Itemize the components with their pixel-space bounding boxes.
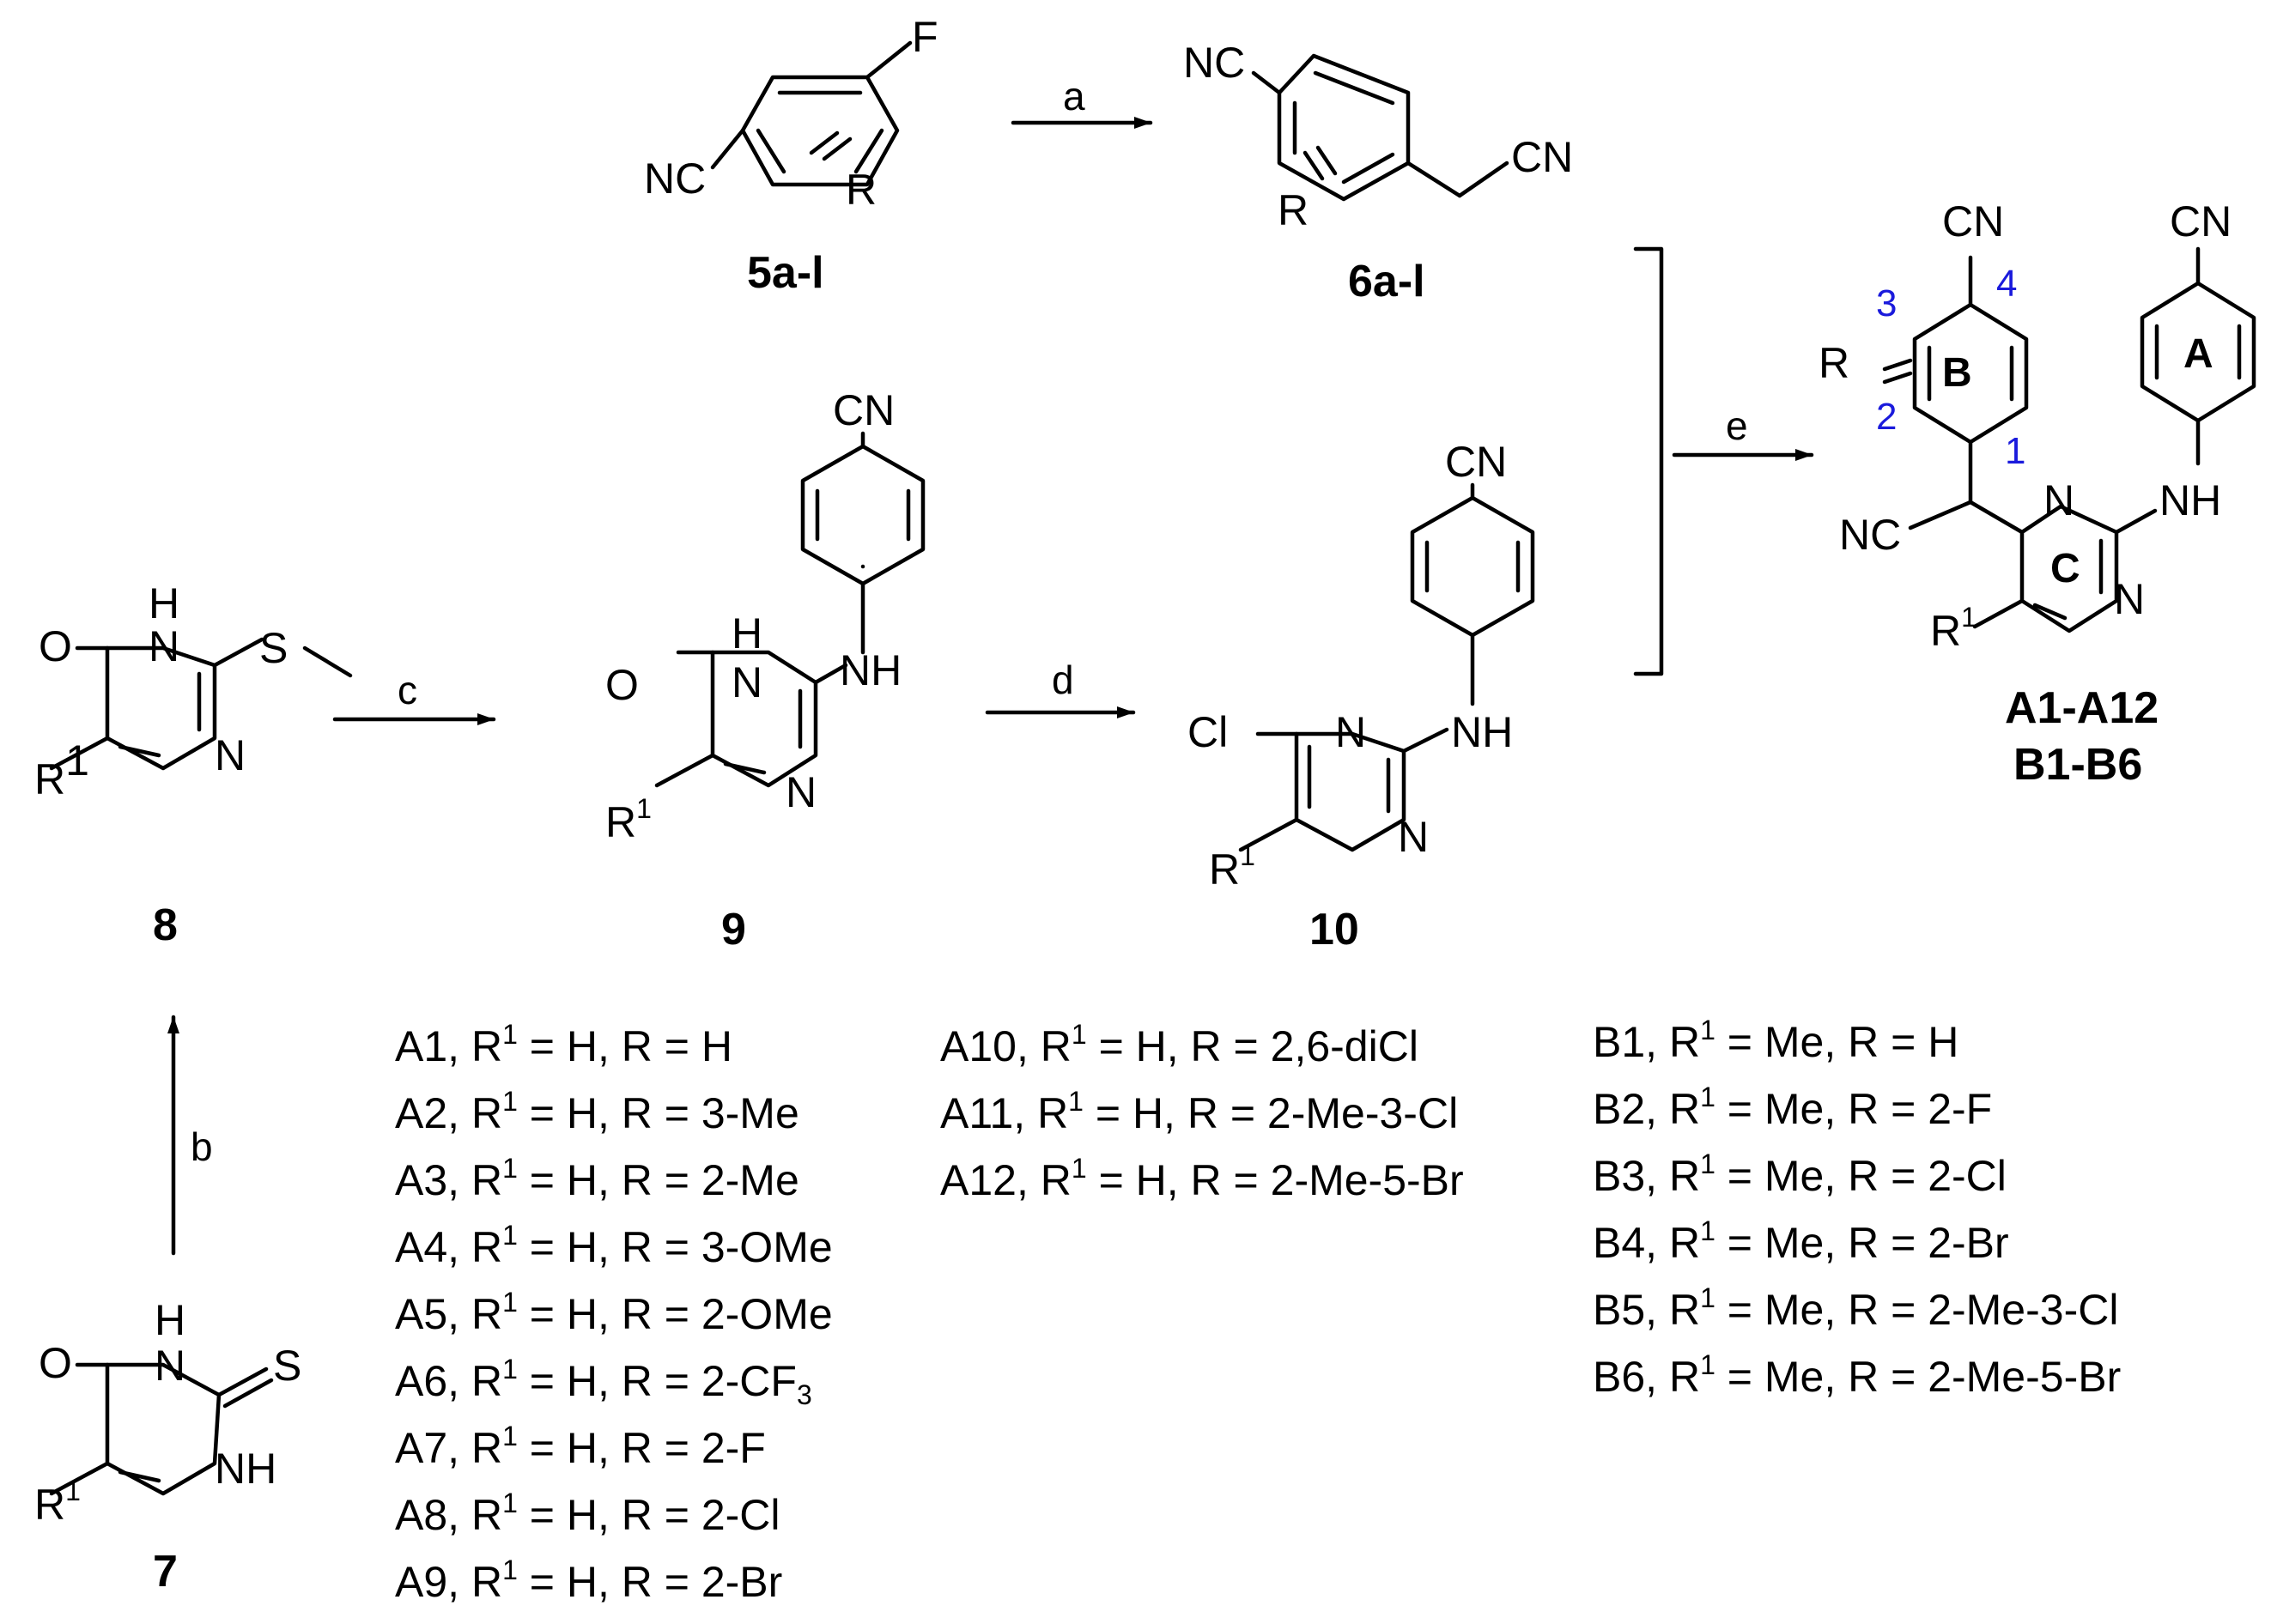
oxo-label-8: O — [39, 622, 72, 670]
substituent-row-a7: A7, R1 = H, R = 2-F — [395, 1421, 766, 1472]
nitrile-label-a: CN — [2170, 197, 2232, 245]
substituent-row-b2: B2, R1 = Me, R = 2-F — [1593, 1082, 1993, 1133]
substituent-row-a10: A10, R1 = H, R = 2,6-diCl — [940, 1019, 1418, 1070]
substituent-row-b5: B5, R1 = Me, R = 2-Me-3-Cl — [1593, 1282, 2119, 1334]
position-2: 2 — [1876, 396, 1897, 438]
n-label-8a: N — [149, 622, 179, 670]
s-label-8: S — [259, 624, 288, 672]
condition-a: a — [1063, 74, 1085, 118]
compound-7-label: 7 — [153, 1547, 178, 1597]
nitrile-label-alpha: NC — [1839, 511, 1901, 559]
s-label-7: S — [273, 1342, 301, 1390]
structure-6: NC CN R — [1183, 39, 1573, 234]
substituent-row-a5: A5, R1 = H, R = 2-OMe — [395, 1287, 833, 1338]
bracket — [1633, 246, 1664, 676]
substituent-row-b4: B4, R1 = Me, R = 2-Br — [1593, 1215, 2009, 1267]
substituent-row-a6: A6, R1 = H, R = 2-CF3 — [395, 1354, 812, 1410]
nh-label-10: NH — [1451, 708, 1513, 756]
n-label-10b: N — [1398, 813, 1429, 861]
position-1: 1 — [2005, 430, 2025, 472]
r-label-6: R — [1278, 186, 1309, 234]
r1-label-9: R1 — [605, 793, 652, 846]
substituent-row-b3: B3, R1 = Me, R = 2-Cl — [1593, 1148, 2007, 1200]
compound-9-label: 9 — [721, 905, 746, 954]
substituent-row-a4: A4, R1 = H, R = 3-OMe — [395, 1220, 833, 1271]
compound-5-label: 5a-l — [747, 248, 824, 298]
structure-7: O H N S NH R1 — [34, 1296, 301, 1529]
r1-label-8: R1 — [34, 736, 89, 803]
substituent-row-a11: A11, R1 = H, R = 2-Me-3-Cl — [940, 1086, 1459, 1137]
substituent-row-b1: B1, R1 = Me, R = H — [1593, 1015, 1959, 1066]
n-label-10a: N — [1335, 708, 1366, 756]
product-b-label: B1-B6 — [2013, 740, 2142, 790]
condition-b: b — [191, 1124, 213, 1169]
position-4: 4 — [1996, 263, 2017, 305]
n-label-7a: N — [155, 1342, 185, 1390]
condition-c: c — [398, 668, 417, 712]
nitrile-label-b: CN — [1942, 197, 2004, 245]
nitrile-label-6a: NC — [1183, 39, 1245, 87]
substituent-row-a12: A12, R1 = H, R = 2-Me-5-Br — [940, 1153, 1464, 1204]
substituent-list-b1-b6: B1, R1 = Me, R = H B2, R1 = Me, R = 2-F B3… — [1593, 1009, 2121, 1410]
substituent-row-b6: B6, R1 = Me, R = 2-Me-5-Br — [1593, 1349, 2122, 1401]
nitrile-label-9: CN — [833, 386, 895, 434]
n-label-9b: N — [786, 768, 817, 816]
ring-b-label: B — [1942, 350, 1972, 396]
condition-e: e — [1726, 403, 1748, 448]
structure-9: CN NH O H N N R1 — [605, 386, 926, 846]
r1-label-7: R1 — [34, 1476, 81, 1529]
nh-label-7: NH — [215, 1445, 276, 1493]
structure-10: CN NH Cl N N R1 — [1187, 438, 1535, 894]
n-label-8b: N — [215, 731, 246, 779]
nh-label-9: NH — [840, 646, 902, 694]
position-3: 3 — [1876, 282, 1897, 324]
n-label-pa: N — [2043, 476, 2074, 524]
compound-8-label: 8 — [153, 900, 178, 950]
oxo-label-9: O — [605, 661, 639, 709]
n-label-pb: N — [2114, 575, 2145, 623]
r-label-5: R — [846, 166, 877, 214]
r-label-product: R — [1819, 339, 1849, 387]
nh-label-product: NH — [2159, 476, 2221, 524]
compound-6-label: 6a-l — [1348, 257, 1425, 306]
structure-product: CN CN NC R N N NH R1 B A C 1 2 3 4 — [1819, 197, 2256, 655]
nitrile-label-10: CN — [1445, 438, 1507, 486]
h-label-7: H — [155, 1296, 185, 1344]
structure-8: O H N S N R1 — [34, 579, 353, 803]
r1-label-10: R1 — [1209, 840, 1255, 894]
chloro-label-10: Cl — [1187, 708, 1228, 756]
ring-a-label: A — [2183, 331, 2213, 377]
substituent-row-a8: A8, R1 = H, R = 2-Cl — [395, 1488, 780, 1539]
nitrile-label-5: NC — [644, 155, 706, 203]
r1-label-product: R1 — [1930, 602, 1976, 655]
fluoro-label: F — [912, 13, 938, 61]
substituent-row-a9: A9, R1 = H, R = 2-Br — [395, 1554, 783, 1606]
compound-10-label: 10 — [1309, 905, 1359, 954]
n-label-9a: N — [732, 658, 762, 706]
substituent-row-a2: A2, R1 = H, R = 3-Me — [395, 1086, 799, 1137]
h-label-9: H — [732, 609, 762, 657]
nitrile-label-6b: CN — [1511, 133, 1573, 181]
substituent-row-a1: A1, R1 = H, R = H — [395, 1019, 732, 1070]
oxo-label-7: O — [39, 1339, 72, 1387]
ring-c-label: C — [2050, 546, 2080, 591]
substituent-row-a3: A3, R1 = H, R = 2-Me — [395, 1153, 799, 1204]
structure-5: F NC R — [644, 13, 938, 214]
h-label-8: H — [149, 579, 179, 627]
product-a-label: A1-A12 — [2005, 683, 2159, 733]
condition-d: d — [1052, 657, 1074, 702]
